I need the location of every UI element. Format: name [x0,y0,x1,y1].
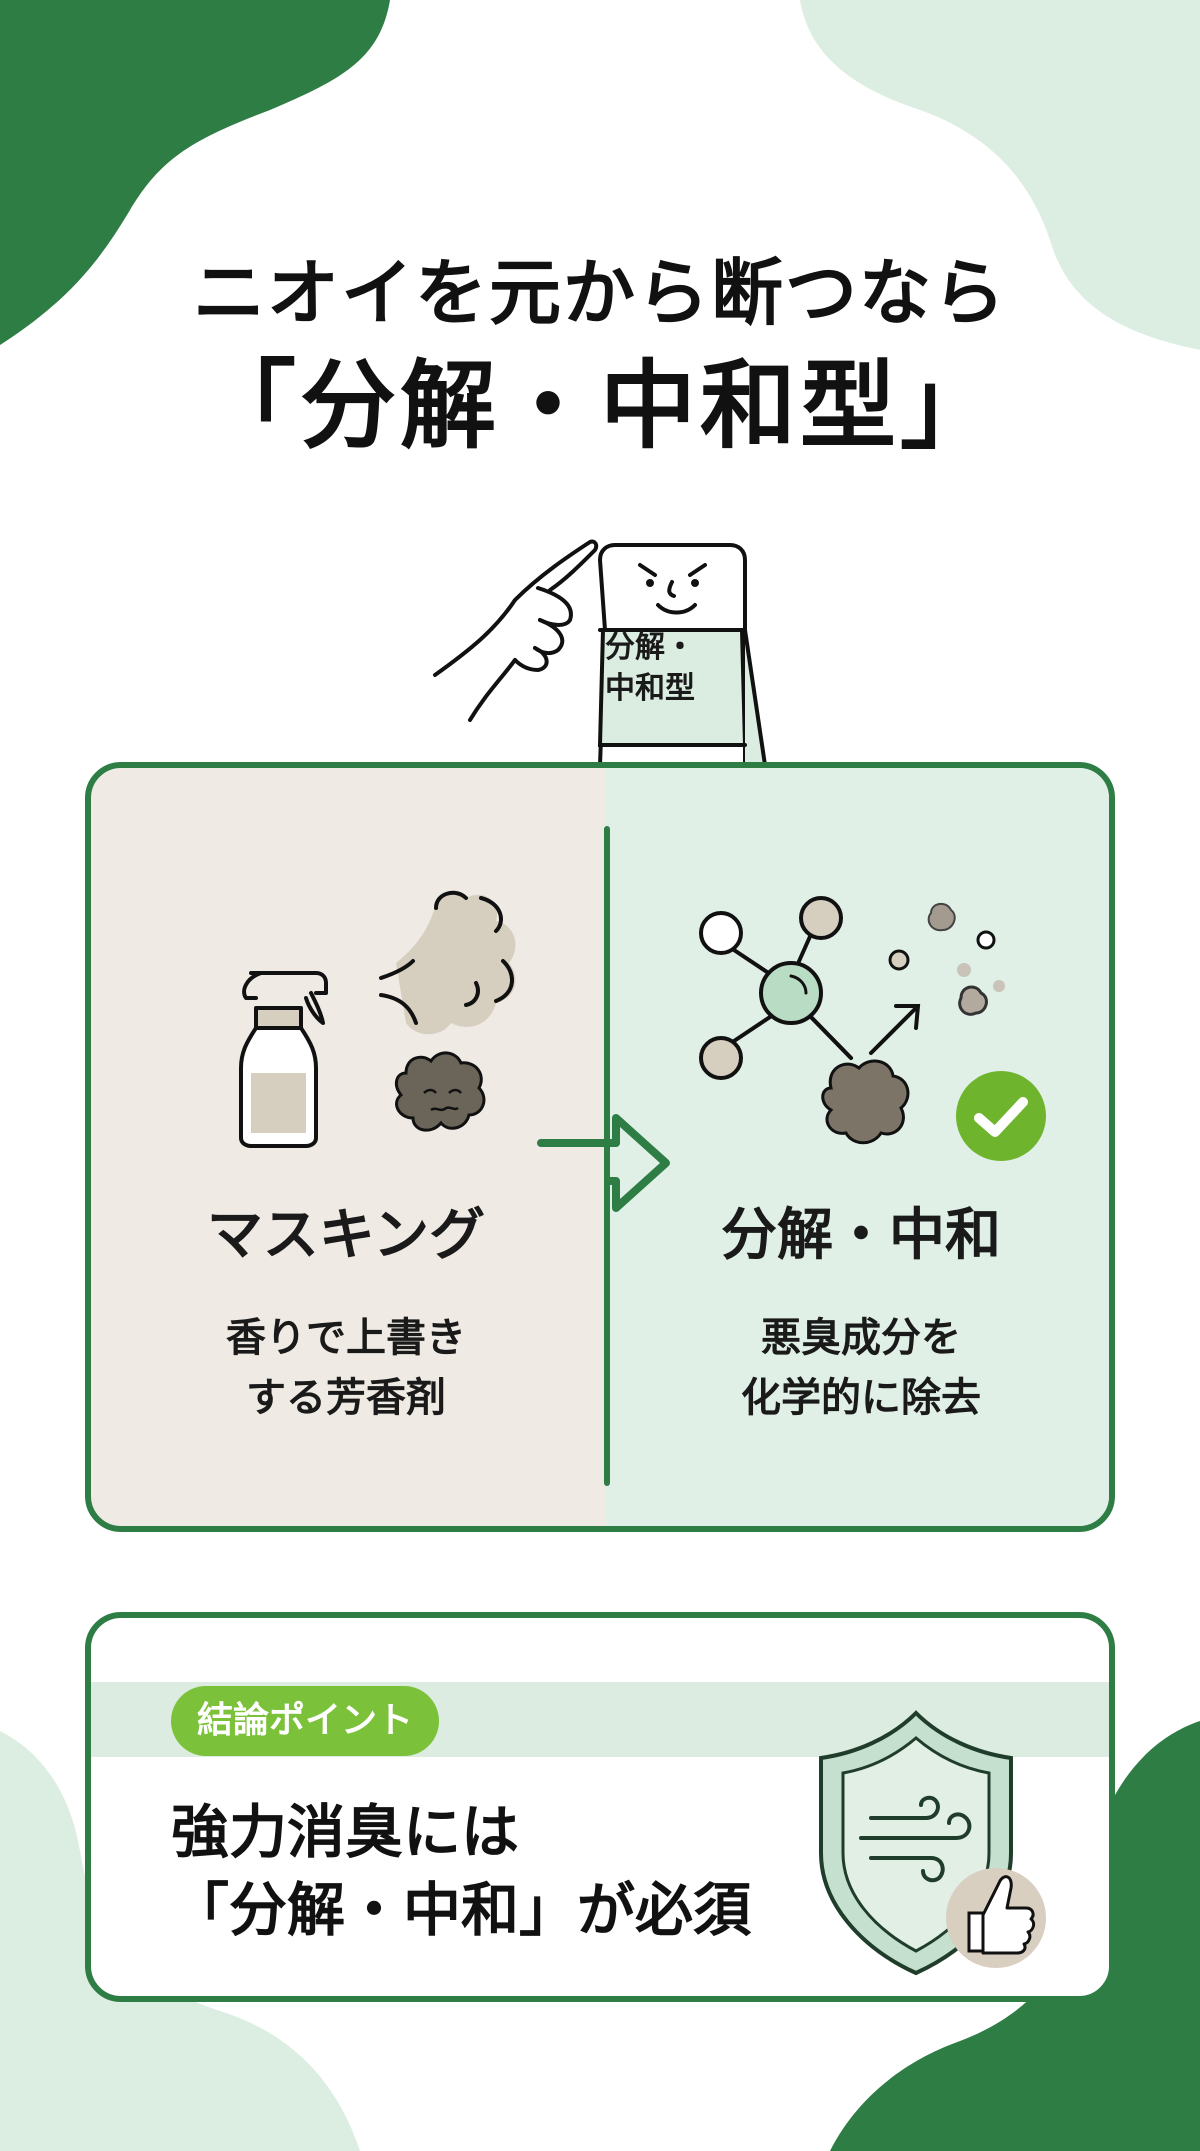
masking-title: マスキング [167,1208,525,1274]
bottom-left-blob [0,1731,360,2151]
mascot-label-line-2: 中和型 [605,670,695,706]
summary-text: 強力消臭には 「分解・中和」が必須 [171,1793,751,1950]
decompose-desc-line-2: 化学的に除去 [741,1375,981,1421]
sad-odor-cloud-icon [394,1051,486,1132]
check-circle-icon [956,1071,1046,1161]
summary-text-line-1: 強力消臭には [171,1798,520,1866]
decompose-desc-line-1: 悪臭成分を [761,1315,961,1361]
title-line-2: 「分解・中和型」 [200,350,1000,463]
wind-icon [859,1795,972,1883]
masking-desc-line-2: する芳香剤 [246,1375,446,1421]
shield-thumbs-up-icon [819,1710,1046,1976]
thumbs-up-icon [946,1868,1046,1968]
mascot-label-line-1: 分解・ [605,630,695,665]
masking-title-text: マスキング [206,1203,486,1268]
molecule-icon [699,896,1005,1145]
page-title: ニオイを元から断つなら 「分解・中和型」 [0,250,1200,469]
mascot-label: 分解・ 中和型 [580,628,720,709]
pointing-hand-icon [433,539,599,722]
title-line-1: ニオイを元から断つなら [192,251,1007,335]
decompose-title-text: 分解・中和 [721,1203,1001,1268]
decompose-title: 分解・中和 [687,1208,1035,1274]
top-right-blob [800,0,1200,350]
summary-card: 結論ポイント 強力消臭には 「分解・中和」が必須 [85,1612,1115,2002]
smiling-product-icon [597,543,768,767]
decompose-description: 悪臭成分を 化学的に除去 [636,1308,1086,1428]
summary-text-line-2: 「分解・中和」が必須 [171,1876,752,1945]
arrow-right-icon [537,1114,670,1212]
conclusion-badge: 結論ポイント [171,1686,440,1756]
masking-desc-line-1: 香りで上書き [226,1315,466,1361]
masking-description: 香りで上書き する芳香剤 [131,1308,561,1428]
comparison-card: マスキング 香りで上書き する芳香剤 分解・中和 悪臭成分を 化学的に除去 [85,762,1115,1532]
spray-bottle-icon [239,890,516,1148]
top-left-blob [0,0,390,345]
comparison-divider [604,826,610,1486]
mascot-illustration [433,539,768,767]
